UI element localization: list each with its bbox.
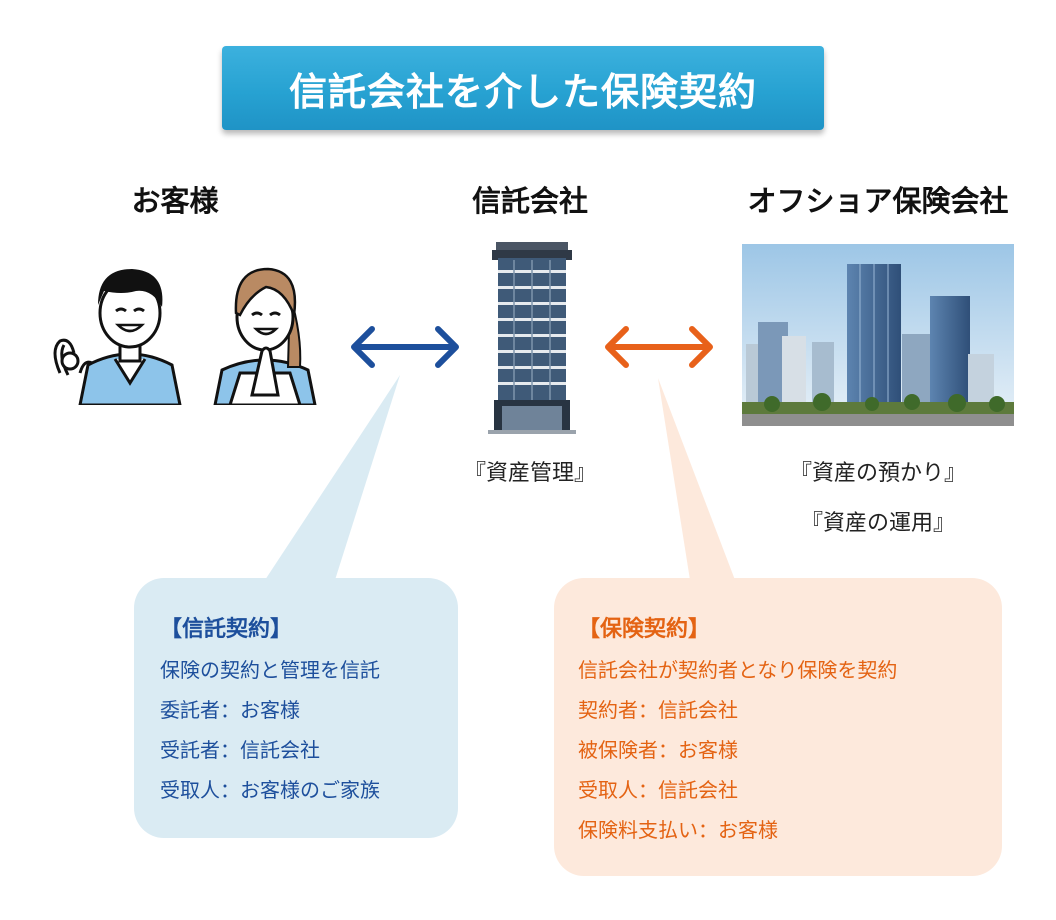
customer-heading: お客様 — [131, 184, 219, 218]
customer-trust-double-arrow — [351, 326, 459, 368]
insurer-buildings-image — [742, 244, 1014, 426]
title-banner: 信託会社を介した保険契約 — [222, 46, 824, 130]
trust-contract-line: 受取人：お客様のご家族 — [160, 778, 380, 802]
insurance-contract-box: 【保険契約】 信託会社が契約者となり保険を契約 契約者：信託会社 被保険者：お客… — [578, 610, 996, 850]
trust-contract-line: 保険の契約と管理を信託 — [160, 658, 380, 682]
insurance-contract-line: 被保険者：お客様 — [578, 738, 738, 762]
trust-contract-line: 委託者：お客様 — [160, 698, 300, 722]
insurance-callout-bubble — [554, 378, 1002, 876]
insurer-heading: オフショア保険会社 — [747, 184, 1009, 218]
man-figure — [53, 269, 182, 405]
customers-illustration — [53, 267, 317, 405]
trust-building-image — [488, 242, 576, 434]
insurance-contract-line: 契約者：信託会社 — [578, 698, 738, 722]
trust-role-caption: 『資産管理』 — [463, 461, 596, 486]
trust-insurer-double-arrow — [605, 326, 713, 368]
trust-contract-line: 受託者：信託会社 — [160, 738, 320, 762]
trust-contract-box: 【信託契約】 保険の契約と管理を信託 委託者：お客様 受託者：信託会社 受取人：… — [160, 610, 452, 810]
woman-figure — [213, 267, 317, 405]
title-text: 信託会社を介した保険契約 — [288, 69, 757, 114]
insurance-contract-title: 【保険契約】 — [578, 617, 711, 642]
insurer-role-caption-2: 『資産の運用』 — [800, 511, 955, 536]
trust-heading: 信託会社 — [471, 184, 588, 218]
insurance-contract-line: 信託会社が契約者となり保険を契約 — [578, 658, 898, 682]
trust-callout-bubble — [134, 375, 458, 838]
insurance-contract-line: 受取人：信託会社 — [578, 778, 738, 802]
trust-contract-title: 【信託契約】 — [160, 617, 293, 642]
insurer-role-caption-1: 『資産の預かり』 — [789, 461, 966, 486]
insurance-contract-line: 保険料支払い：お客様 — [578, 818, 778, 842]
